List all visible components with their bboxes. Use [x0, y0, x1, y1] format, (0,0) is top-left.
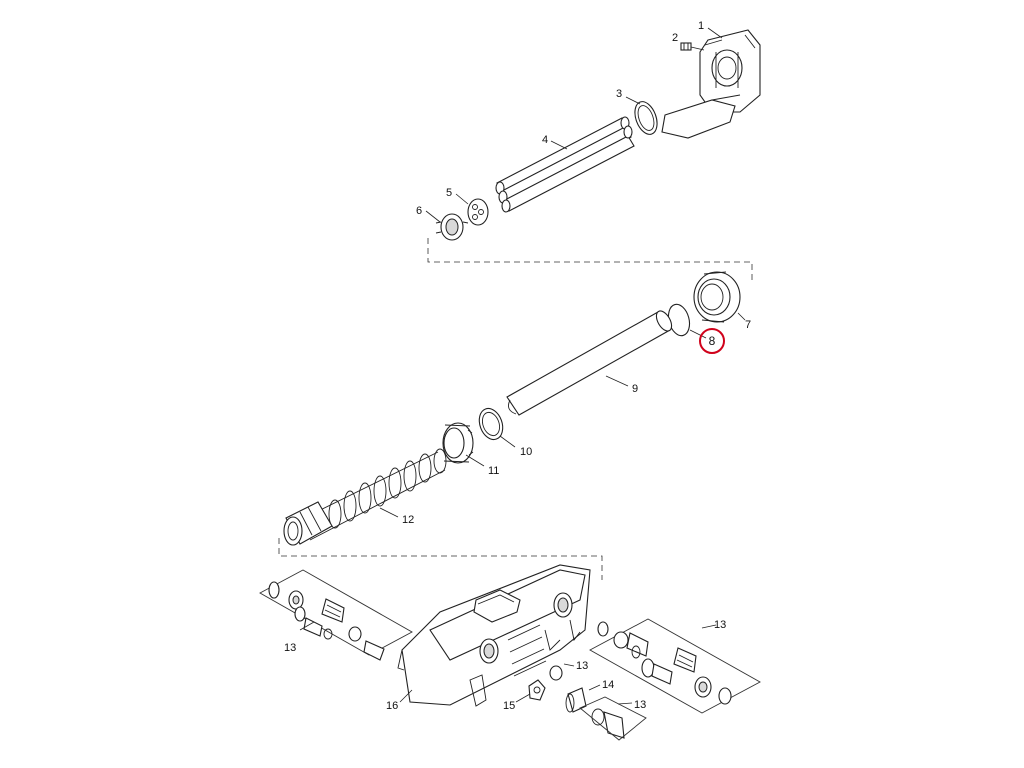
- part-12-spring-cage: [283, 448, 447, 546]
- callout-13-bottom: 13: [634, 699, 646, 711]
- highlight-circle: [699, 328, 725, 354]
- callout-14: 14: [602, 679, 614, 691]
- dashed-connector-bottom: [278, 538, 603, 580]
- dashed-connector-top: [427, 238, 753, 282]
- callout-13-left: 13: [284, 642, 296, 654]
- callout-9: 9: [632, 383, 638, 395]
- part-7-threaded-ring: [693, 271, 741, 323]
- callout-3: 3: [616, 88, 622, 100]
- part-5-disc: [467, 198, 489, 226]
- callout-12: 12: [402, 514, 414, 526]
- callout-13-right: 13: [714, 619, 726, 631]
- part-4-uv-tubes: [495, 116, 635, 213]
- callout-8: 8: [709, 334, 716, 348]
- callout-2: 2: [672, 32, 678, 44]
- part-1-housing: [661, 29, 761, 139]
- callout-7: 7: [745, 319, 751, 331]
- left-fittings: [268, 581, 385, 661]
- part-3-o-ring: [634, 101, 658, 135]
- callout-5: 5: [446, 187, 452, 199]
- bottom-fittings-box: [579, 696, 647, 741]
- callout-labels: 1 2 3 4 5 6 7 9 10 11 12 13 13 13 13 14 …: [284, 20, 751, 712]
- leader-lines: [299, 27, 746, 705]
- callout-15: 15: [503, 700, 515, 712]
- right-fittings-box: [589, 618, 761, 714]
- center-fittings: [528, 665, 625, 739]
- part-2-clip: [680, 42, 705, 51]
- highlighted-callout-8: 8: [699, 328, 725, 354]
- callout-6: 6: [416, 205, 422, 217]
- callout-16: 16: [386, 700, 398, 712]
- right-fittings: [597, 621, 732, 705]
- left-fittings-box: [259, 569, 413, 656]
- callout-11: 11: [488, 465, 499, 477]
- part-11-nut: [442, 422, 474, 464]
- callout-10: 10: [520, 446, 532, 458]
- part-6-bulb-base: [435, 213, 469, 241]
- part-16-main-housing: [397, 564, 591, 707]
- callout-4: 4: [542, 134, 548, 146]
- part-10-o-ring: [478, 407, 504, 441]
- callout-13-center: 13: [576, 660, 588, 672]
- part-9-quartz-tube: [506, 310, 673, 416]
- callout-1: 1: [698, 20, 704, 32]
